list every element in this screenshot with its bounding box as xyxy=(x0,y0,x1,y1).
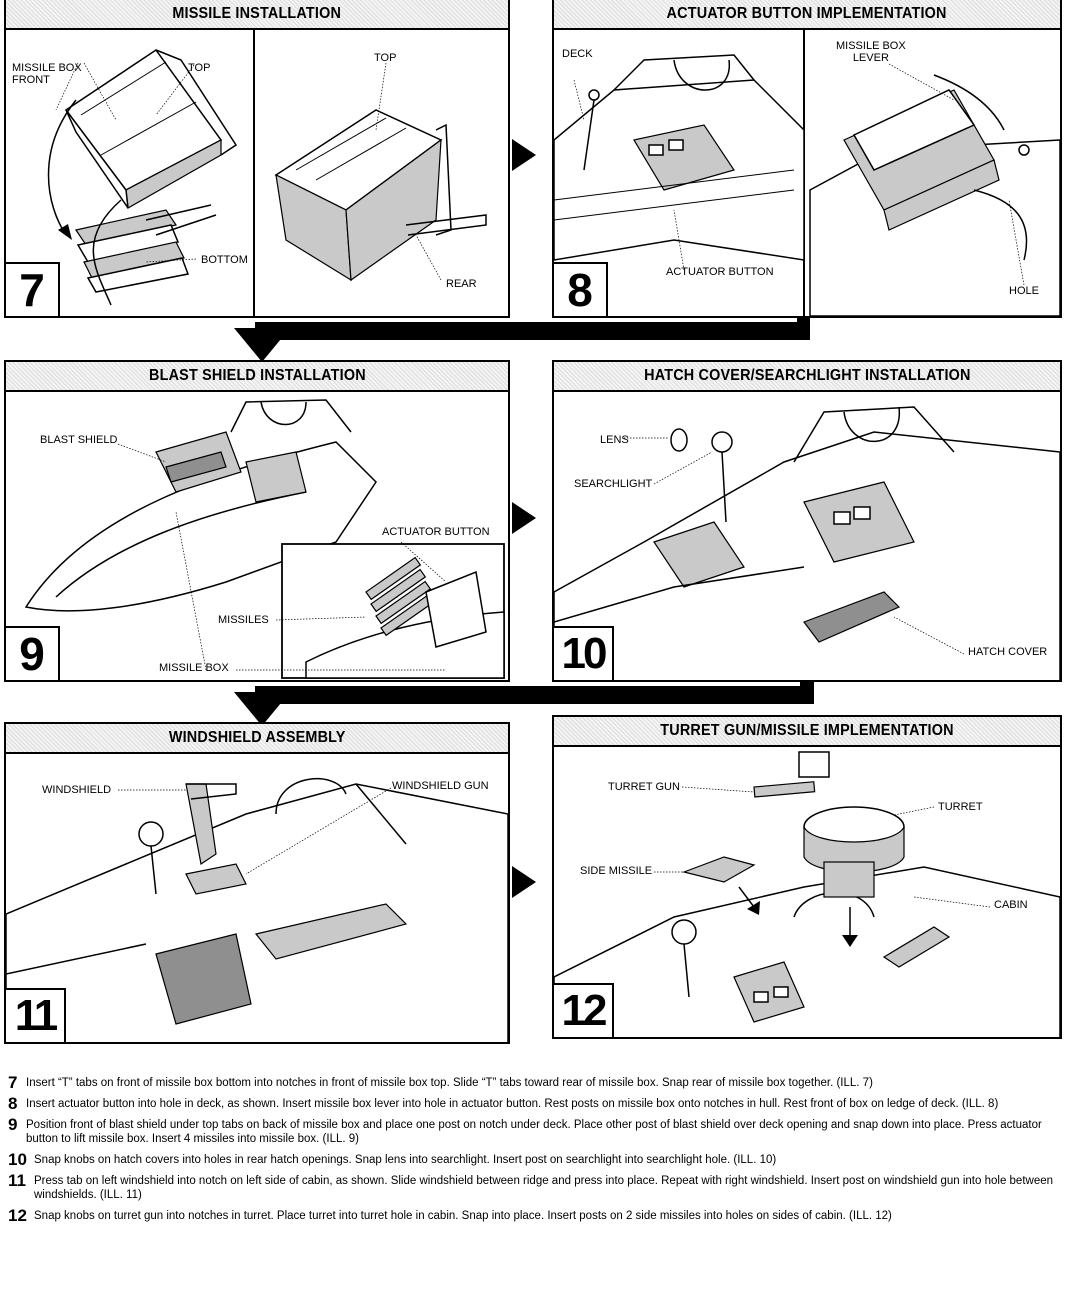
instruction-text: Snap knobs on hatch covers into holes in… xyxy=(34,1154,777,1166)
instruction-item: 11 Press tab on left windshield into not… xyxy=(8,1171,1072,1202)
arrow-right-icon xyxy=(512,139,536,171)
illustration-windshield: WINDSHIELD WINDSHIELD GUN xyxy=(6,754,508,1042)
label-blast-shield: BLAST SHIELD xyxy=(40,434,118,446)
label-hole: HOLE xyxy=(1009,285,1039,297)
label-actuator-button: ACTUATOR BUTTON xyxy=(382,526,490,538)
instructions-list: 7 Insert “T” tabs on front of missile bo… xyxy=(8,1073,1072,1229)
panel-step-10: HATCH COVER/SEARCHLIGHT INSTALLATION LEN… xyxy=(552,360,1062,682)
missile-box-drawing xyxy=(47,30,487,316)
instruction-text: Press tab on left windshield into notch … xyxy=(34,1175,1054,1201)
illustration-turret: TURRET GUN TURRET SIDE MISSILE CABIN xyxy=(554,747,1060,1037)
arrow-right-icon xyxy=(512,866,536,898)
label-side-missile: SIDE MISSILE xyxy=(580,865,653,877)
panel-header: MISSILE INSTALLATION xyxy=(6,0,508,30)
panel-title: BLAST SHIELD INSTALLATION xyxy=(148,367,366,384)
label-missile-box-front: MISSILE BOX FRONT xyxy=(12,62,82,86)
panel-title: MISSILE INSTALLATION xyxy=(172,5,342,22)
label-turret: TURRET xyxy=(938,801,983,813)
step-number: 9 xyxy=(6,626,60,680)
label-rear: REAR xyxy=(446,278,477,290)
step-number: 12 xyxy=(554,983,614,1037)
label-line: MISSILE BOX xyxy=(836,40,906,52)
panel-title: HATCH COVER/SEARCHLIGHT INSTALLATION xyxy=(643,367,971,384)
connector-line xyxy=(800,680,814,704)
instruction-number: 11 xyxy=(8,1171,26,1190)
label-windshield: WINDSHIELD xyxy=(42,784,112,796)
instruction-item: 7 Insert “T” tabs on front of missile bo… xyxy=(8,1073,1072,1092)
illustration-hatch-cover: LENS SEARCHLIGHT HATCH COVER xyxy=(554,392,1060,680)
panel-step-7: MISSILE INSTALLATION xyxy=(4,0,510,318)
blast-shield-drawing xyxy=(24,399,505,679)
instruction-text: Position front of blast shield under top… xyxy=(26,1119,1042,1145)
panel-step-9: BLAST SHIELD INSTALLATION xyxy=(4,360,510,682)
panel-header: TURRET GUN/MISSILE IMPLEMENTATION xyxy=(554,717,1060,747)
panel-title: TURRET GUN/MISSILE IMPLEMENTATION xyxy=(660,722,954,739)
label-cabin: CABIN xyxy=(994,899,1028,911)
label-top-left: TOP xyxy=(188,62,211,74)
label-missiles: MISSILES xyxy=(218,614,269,626)
instruction-text: Insert “T” tabs on front of missile box … xyxy=(26,1077,873,1089)
connector-line xyxy=(255,322,810,340)
step-number: 10 xyxy=(554,626,614,680)
label-turret-gun: TURRET GUN xyxy=(608,781,680,793)
instruction-number: 9 xyxy=(8,1115,18,1134)
connector-line xyxy=(797,316,810,340)
arrow-down-icon xyxy=(234,692,290,726)
instruction-number: 7 xyxy=(8,1073,18,1092)
connector-line xyxy=(255,686,810,704)
label-line: MISSILE BOX xyxy=(12,62,82,74)
label-bottom: BOTTOM xyxy=(201,254,248,266)
panel-step-8: ACTUATOR BUTTON IMPLEMENTATION xyxy=(552,0,1062,318)
panel-header: BLAST SHIELD INSTALLATION xyxy=(6,362,508,392)
illustration-blast-shield: BLAST SHIELD ACTUATOR BUTTON MISSILES MI… xyxy=(6,392,508,680)
label-lens: LENS xyxy=(600,434,629,446)
hatch-cover-drawing xyxy=(554,406,1060,680)
step-number: 11 xyxy=(6,988,66,1042)
arrow-right-icon xyxy=(512,502,536,534)
label-top-right: TOP xyxy=(374,52,397,64)
panel-header: WINDSHIELD ASSEMBLY xyxy=(6,724,508,754)
label-line: FRONT xyxy=(12,74,50,86)
panel-header: HATCH COVER/SEARCHLIGHT INSTALLATION xyxy=(554,362,1060,392)
arrow-down-icon xyxy=(234,328,290,362)
turret-drawing xyxy=(554,751,1060,1037)
label-windshield-gun: WINDSHIELD GUN xyxy=(392,780,489,792)
illustration-missile-installation: MISSILE BOX FRONT TOP TOP BOTTOM REAR xyxy=(6,30,508,316)
label-line: LEVER xyxy=(852,52,889,64)
label-missile-box-lever: MISSILE BOX LEVER xyxy=(836,40,906,64)
instruction-text: Snap knobs on turret gun into notches in… xyxy=(34,1210,892,1222)
panel-title: ACTUATOR BUTTON IMPLEMENTATION xyxy=(666,5,948,22)
illustration-actuator-button: DECK MISSILE BOX LEVER ACTUATOR BUTTON H… xyxy=(554,30,1060,316)
instruction-number: 8 xyxy=(8,1094,18,1113)
label-hatch-cover: HATCH COVER xyxy=(968,646,1048,658)
label-actuator-button: ACTUATOR BUTTON xyxy=(666,266,774,278)
label-missile-box: MISSILE BOX xyxy=(159,662,229,674)
instruction-item: 8 Insert actuator button into hole in de… xyxy=(8,1094,1072,1113)
instruction-item: 12 Snap knobs on turret gun into notches… xyxy=(8,1206,1072,1225)
panel-title: WINDSHIELD ASSEMBLY xyxy=(168,729,346,746)
step-number: 8 xyxy=(554,262,608,316)
windshield-drawing xyxy=(6,777,508,1042)
step-number: 7 xyxy=(6,262,60,316)
instruction-number: 12 xyxy=(8,1206,27,1225)
panel-header: ACTUATOR BUTTON IMPLEMENTATION xyxy=(554,0,1060,30)
label-deck: DECK xyxy=(562,48,593,60)
instruction-item: 10 Snap knobs on hatch covers into holes… xyxy=(8,1150,1072,1169)
instruction-item: 9 Position front of blast shield under t… xyxy=(8,1115,1072,1146)
label-searchlight: SEARCHLIGHT xyxy=(574,478,653,490)
instruction-number: 10 xyxy=(8,1150,27,1169)
panel-step-12: TURRET GUN/MISSILE IMPLEMENTATION xyxy=(552,715,1062,1039)
panel-step-11: WINDSHIELD ASSEMBLY WINDSHIELD WINDSHIEL… xyxy=(4,722,510,1044)
instruction-text: Insert actuator button into hole in deck… xyxy=(26,1098,999,1110)
actuator-drawing xyxy=(554,30,1060,316)
